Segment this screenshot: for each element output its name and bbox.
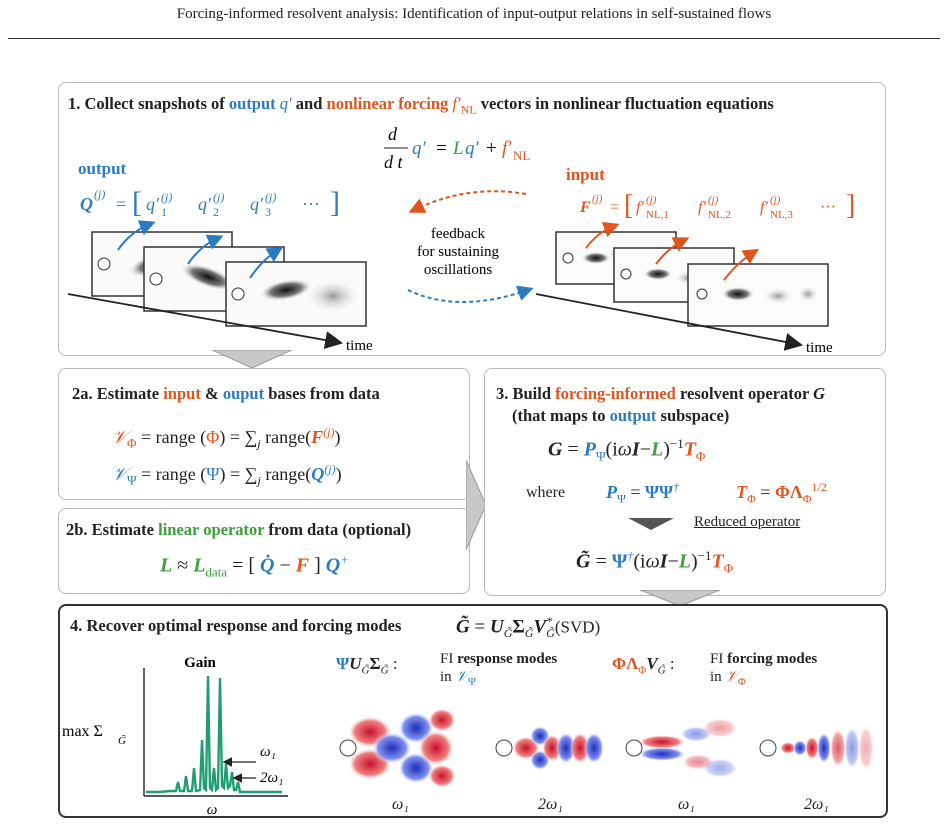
eq-output-basis: 𝒱Ψ = range (Ψ) = ∑j range(Q(j)) xyxy=(112,462,342,488)
svg-text:[: [ xyxy=(624,190,633,221)
step1-title: 1. Collect snapshots of output q′ and no… xyxy=(68,94,774,117)
gain-chart: Gain max Σ G̃ ω₁ 2ω₁ ω xyxy=(62,655,288,818)
svg-text:2: 2 xyxy=(213,205,219,219)
down-arrow-1 xyxy=(212,350,292,369)
gain-ylabel: max Σ xyxy=(62,723,103,740)
svg-text:···: ··· xyxy=(302,194,320,214)
page-header: Forcing-informed resolvent analysis: Ide… xyxy=(176,6,772,22)
svg-text:f′: f′ xyxy=(698,199,706,216)
eq-P: PΨ = ΨΨ† xyxy=(606,480,680,506)
svg-text:q′: q′ xyxy=(146,194,160,214)
svg-text:(j): (j) xyxy=(708,194,719,206)
svg-text:]: ] xyxy=(330,186,340,219)
reduce-arrow xyxy=(628,518,674,530)
eq-G: G = PΨ(iωI−L)−1TΦ xyxy=(548,436,706,464)
eq-svd: G̃ = UG̃ΣG̃V*G̃(SVD) xyxy=(456,614,601,641)
svg-text:(j): (j) xyxy=(265,190,276,204)
two-omega1-marker: 2ω₁ xyxy=(260,770,283,786)
eq-T: TΦ = ΦΛΦ1/2 xyxy=(736,480,827,506)
caption-response-two-omega1: 2ω₁ xyxy=(538,796,563,813)
gain-curve xyxy=(146,675,282,794)
svg-text:L: L xyxy=(452,138,464,159)
step2b-title: 2b. Estimate linear operator from data (… xyxy=(66,520,412,539)
eq-input-basis: 𝒱Φ = range (Φ) = ∑j range(F(j)) xyxy=(112,425,341,451)
feedback-label: feedback xyxy=(431,226,486,242)
svg-text:(j): (j) xyxy=(592,193,603,205)
caption-forcing-two-omega1: 2ω₁ xyxy=(804,796,829,813)
eq-linear-operator: L ≈ Ldata = [ Q̇ − F ] Q+ xyxy=(160,552,350,580)
caption-forcing-omega1: ω₁ xyxy=(678,796,695,813)
svg-text:(j): (j) xyxy=(94,187,105,201)
svg-text:for sustaining: for sustaining xyxy=(417,244,500,260)
step3-title-line2: (that maps to output subspace) xyxy=(512,406,730,425)
step3-title-line1: 3. Build forcing-informed resolvent oper… xyxy=(496,384,826,403)
svg-text:=: = xyxy=(610,199,619,216)
forcing-mode-two-omega1 xyxy=(759,724,874,772)
svg-text:3: 3 xyxy=(265,205,271,219)
eq-dqdt: d xyxy=(388,124,398,144)
step2a-title: 2a. Estimate input & ouput bases from da… xyxy=(72,384,380,403)
svg-text:f′: f′ xyxy=(502,138,512,159)
gain-label: Gain xyxy=(184,655,216,671)
svg-text:+: + xyxy=(486,138,497,159)
right-arrow xyxy=(466,460,487,550)
input-snapshots xyxy=(555,222,829,327)
svg-text:=: = xyxy=(116,194,126,214)
where-label: where xyxy=(526,484,566,501)
response-modes-text: FI response modes in 𝒱Ψ xyxy=(440,651,558,688)
omega1-marker: ω₁ xyxy=(260,744,276,760)
svg-text:Q: Q xyxy=(80,194,93,214)
eq-G-reduced: G̃ = Ψ†(iωI−L)−1TΦ xyxy=(576,548,734,576)
step2b-box xyxy=(58,508,470,594)
time-label-right: time xyxy=(806,340,833,354)
svg-text:NL,2: NL,2 xyxy=(708,209,731,221)
svg-text:q′: q′ xyxy=(412,138,427,159)
svg-text:NL: NL xyxy=(513,148,530,163)
output-snapshots xyxy=(91,220,367,327)
svg-text:[: [ xyxy=(132,186,142,219)
step2a-box xyxy=(58,368,470,500)
forcing-mode-omega1 xyxy=(625,718,738,778)
svg-text:···: ··· xyxy=(820,199,836,216)
header-rule xyxy=(8,38,940,39)
gain-xlabel: ω xyxy=(207,802,218,818)
svg-text:q′: q′ xyxy=(250,194,264,214)
svg-text:oscillations: oscillations xyxy=(424,262,492,278)
reduced-operator-label: Reduced operator xyxy=(694,514,801,530)
forcing-modes-text: FI forcing modes in 𝒱Φ xyxy=(710,651,818,688)
caption-response-omega1: ω₁ xyxy=(392,796,409,813)
svg-text:G̃: G̃ xyxy=(118,734,126,747)
svg-text:(j): (j) xyxy=(646,194,657,206)
step3-box xyxy=(484,368,886,596)
response-mode-two-omega1 xyxy=(495,726,604,770)
output-label: output xyxy=(78,159,127,178)
svg-text:q′: q′ xyxy=(198,194,212,214)
response-mode-omega1 xyxy=(339,708,456,788)
svg-text:f′: f′ xyxy=(760,199,768,216)
svg-text:1: 1 xyxy=(161,205,167,219)
mode-images xyxy=(339,708,874,788)
svg-text:=: = xyxy=(436,138,447,159)
step4-title: 4. Recover optimal response and forcing … xyxy=(70,616,402,635)
svg-text:q′: q′ xyxy=(465,138,480,159)
input-label: input xyxy=(566,165,605,184)
svg-text:(j): (j) xyxy=(161,190,172,204)
step1-diagram: d d t q′ = L q′ + f′ NL output Q(j) = [ … xyxy=(67,124,855,354)
svg-text:f′: f′ xyxy=(636,199,644,216)
response-modes-label: ΨUG̃ΣG̃ : xyxy=(336,654,398,677)
svg-text:(j): (j) xyxy=(770,194,781,206)
down-arrow-3 xyxy=(640,590,720,607)
svg-text:NL,1: NL,1 xyxy=(646,209,669,221)
svg-text:]: ] xyxy=(846,190,855,221)
time-label-left: time xyxy=(346,338,373,354)
svg-text:NL,3: NL,3 xyxy=(770,209,793,221)
svg-text:d t: d t xyxy=(384,152,404,172)
svg-text:F: F xyxy=(579,199,591,216)
svg-text:(j): (j) xyxy=(213,190,224,204)
forcing-modes-label: ΦΛΦVG̃ : xyxy=(612,654,675,677)
